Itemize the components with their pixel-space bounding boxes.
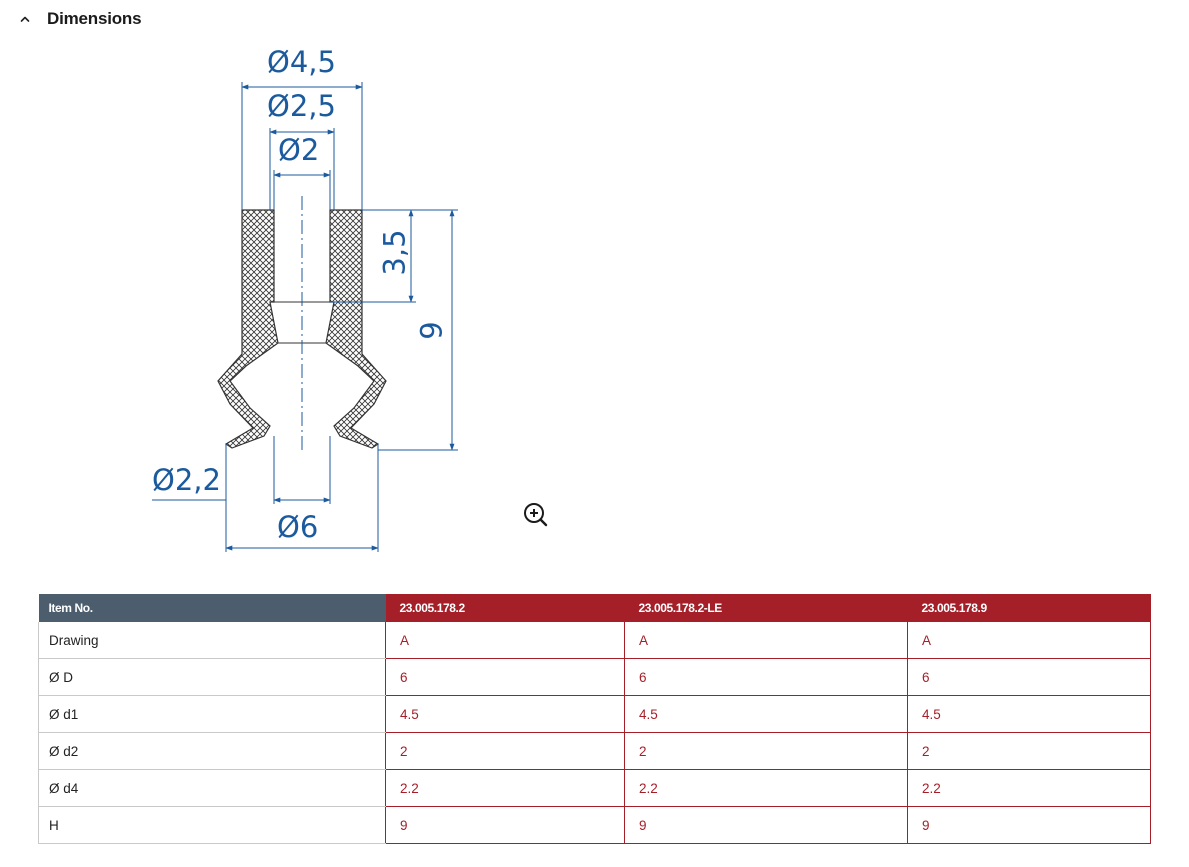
cell-value: A — [624, 622, 908, 659]
drawing-svg — [152, 82, 458, 552]
table-row: Drawing A A A — [38, 622, 1151, 659]
table-row: Ø d1 4.5 4.5 4.5 — [38, 695, 1151, 733]
cell-value: 4.5 — [385, 695, 625, 733]
dim-label-d25: Ø2,5 — [267, 89, 336, 123]
row-label: Ø d4 — [38, 769, 386, 807]
row-label: Ø d2 — [38, 732, 386, 770]
chevron-up-icon — [20, 16, 30, 22]
cell-value: 2.2 — [907, 769, 1151, 807]
section-toggle[interactable]: Dimensions — [18, 6, 142, 32]
header-item-3[interactable]: 23.005.178.9 — [907, 594, 1151, 622]
cell-value: 4.5 — [907, 695, 1151, 733]
cell-value: 2 — [385, 732, 625, 770]
cell-value: 6 — [907, 658, 1151, 696]
table-header-row: Item No. 23.005.178.2 23.005.178.2-LE 23… — [38, 594, 1151, 622]
header-item-2[interactable]: 23.005.178.2-LE — [624, 594, 908, 622]
dim-label-h9: 9 — [414, 321, 449, 340]
cell-value: A — [907, 622, 1151, 659]
dim-label-d2: Ø2 — [278, 133, 320, 167]
header-item-no: Item No. — [38, 594, 386, 622]
cell-value: 9 — [907, 806, 1151, 844]
header-item-1[interactable]: 23.005.178.2 — [385, 594, 625, 622]
section-title: Dimensions — [47, 9, 142, 28]
cell-value: A — [385, 622, 625, 659]
spec-table: Item No. 23.005.178.2 23.005.178.2-LE 23… — [38, 594, 1151, 844]
cell-value: 9 — [385, 806, 625, 844]
cell-value: 6 — [385, 658, 625, 696]
dimension-drawing: Ø4,5 Ø2,5 Ø2 3,5 9 Ø2,2 Ø6 — [140, 38, 470, 563]
table-row: Ø d2 2 2 2 — [38, 732, 1151, 770]
cell-value: 2 — [907, 732, 1151, 770]
cell-value: 2 — [624, 732, 908, 770]
zoom-in-icon — [524, 503, 548, 527]
table-row: Ø D 6 6 6 — [38, 658, 1151, 696]
cell-value: 4.5 — [624, 695, 908, 733]
row-label: Ø D — [38, 658, 386, 696]
zoom-in-button[interactable] — [521, 500, 549, 528]
left-wall — [217, 209, 279, 449]
table-row: Ø d4 2.2 2.2 2.2 — [38, 769, 1151, 807]
row-label: H — [38, 806, 386, 844]
cell-value: 6 — [624, 658, 908, 696]
cell-value: 9 — [624, 806, 908, 844]
cell-value: 2.2 — [624, 769, 908, 807]
dim-label-d45: Ø4,5 — [267, 45, 336, 79]
cell-value: 2.2 — [385, 769, 625, 807]
row-label: Ø d1 — [38, 695, 386, 733]
dim-label-d6: Ø6 — [277, 510, 319, 544]
dim-label-h35: 3,5 — [377, 229, 412, 276]
row-label: Drawing — [38, 622, 386, 659]
dim-label-d22: Ø2,2 — [152, 463, 221, 497]
table-row: H 9 9 9 — [38, 806, 1151, 844]
